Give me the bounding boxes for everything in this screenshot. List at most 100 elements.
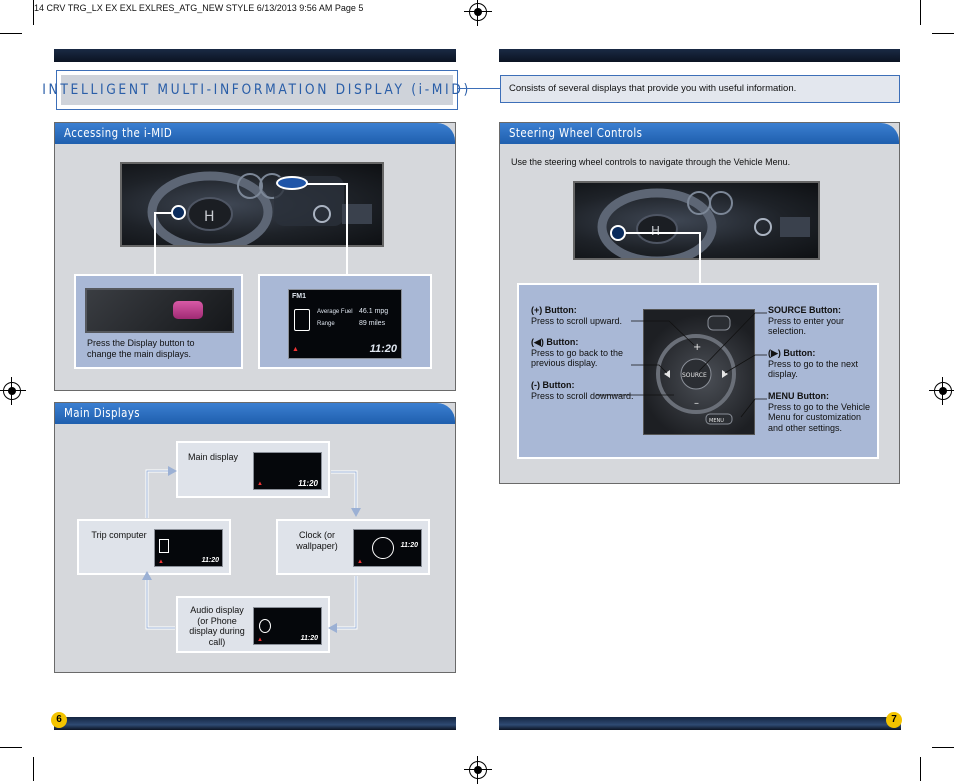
- left-button-text: Press to go back to the previous display…: [531, 347, 624, 369]
- minus-button-text: Press to scroll downward.: [531, 390, 634, 401]
- display-cycle-arrows: [142, 466, 361, 633]
- registration-mark-icon: [464, 756, 492, 784]
- arrow-up-icon: [142, 571, 152, 580]
- trip-computer-card: Trip computer ▲ 11:20: [77, 519, 231, 575]
- crop-mark: [0, 33, 22, 34]
- main-display-time: 11:20: [298, 479, 318, 488]
- steering-wheel-controls-photo: SOURCE + – MENU: [643, 309, 755, 435]
- clock-time: 11:20: [400, 542, 418, 549]
- avg-fuel-value: 46.1 mpg: [359, 308, 389, 315]
- warning-icon: ▲: [357, 559, 363, 565]
- section-description: Consists of several displays that provid…: [500, 75, 900, 103]
- crop-mark: [0, 747, 22, 748]
- registration-mark-icon: [464, 0, 492, 26]
- plus-button-desc: (+) Button: Press to scroll upward.: [531, 305, 641, 326]
- right-button-title: (▶) Button:: [768, 348, 816, 358]
- callout-line: [699, 232, 701, 284]
- main-display-label: Main display: [188, 452, 239, 462]
- title-connector: [457, 88, 500, 89]
- crop-mark: [920, 0, 921, 25]
- callout-line: [346, 183, 348, 274]
- imid-screen-callout: FM1 Average Fuel 46.1 mpg Range 89 miles…: [258, 274, 432, 369]
- main-display-screen: ▲ 11:20: [253, 452, 322, 490]
- main-display-card: Main display ▲ 11:20: [176, 441, 330, 498]
- wheel-source-label: SOURCE: [682, 372, 707, 379]
- svg-text:H: H: [204, 209, 215, 225]
- right-button-desc: (▶) Button: Press to go to the next disp…: [768, 348, 876, 380]
- warning-icon: ▲: [257, 637, 263, 643]
- steering-callout: (+) Button: Press to scroll upward. (◀) …: [517, 283, 879, 459]
- menu-button-title: MENU Button:: [768, 391, 829, 401]
- crop-mark: [920, 757, 921, 781]
- fuel-pump-icon: [159, 539, 169, 553]
- section-title-box: INTELLIGENT MULTI-INFORMATION DISPLAY (i…: [43, 70, 469, 110]
- screen-station: FM1: [292, 293, 306, 300]
- minus-button-title: (-) Button:: [531, 380, 575, 390]
- audio-display-time: 11:20: [300, 635, 318, 642]
- wheel-display-icon: [707, 315, 731, 331]
- range-value: 89 miles: [359, 320, 386, 327]
- analog-clock-icon: [372, 537, 394, 559]
- plus-button-title: (+) Button:: [531, 305, 577, 315]
- imid-screen-marker: [276, 176, 308, 190]
- avg-fuel-label: Average Fuel: [317, 309, 353, 315]
- trip-computer-screen: ▲ 11:20: [154, 529, 223, 567]
- steering-tab: Steering Wheel Controls: [500, 123, 899, 144]
- callout-line: [625, 232, 701, 234]
- left-button-title: (◀) Button:: [531, 337, 579, 347]
- trip-computer-time: 11:20: [201, 557, 219, 564]
- page-number-left: 6: [51, 712, 67, 728]
- steering-photo: H: [573, 181, 820, 260]
- section-title: INTELLIGENT MULTI-INFORMATION DISPLAY (i…: [42, 82, 472, 98]
- header-bar-left: [54, 49, 456, 62]
- crop-mark: [932, 33, 954, 34]
- left-button-desc: (◀) Button: Press to go back to the prev…: [531, 337, 641, 369]
- fuel-pump-icon: [294, 309, 310, 331]
- header-bar-right: [499, 49, 900, 62]
- screen-time: 11:20: [369, 343, 397, 355]
- audio-display-label: Audio display (or Phone display during c…: [189, 605, 245, 647]
- wheel-minus-icon: –: [694, 398, 699, 409]
- dashboard-illustration: H: [147, 171, 372, 245]
- source-button-text: Press to enter your selection.: [768, 315, 845, 337]
- print-slug: 14 CRV TRG_LX EX EXL EXLRES_ATG_NEW STYL…: [34, 3, 364, 13]
- accessing-caption: Press the Display button to change the m…: [87, 338, 195, 359]
- registration-mark-icon: [0, 377, 26, 405]
- footer-bar-left: [54, 717, 456, 730]
- minus-button-desc: (-) Button: Press to scroll downward.: [531, 380, 641, 401]
- crop-mark: [33, 0, 34, 25]
- warning-icon: ▲: [257, 481, 263, 487]
- wheel-menu-label: MENU: [709, 418, 724, 424]
- arrow-left-icon: [328, 623, 337, 633]
- wheel-plus-icon: +: [693, 342, 701, 353]
- display-button-callout: Press the Display button to change the m…: [74, 274, 243, 369]
- plus-button-text: Press to scroll upward.: [531, 315, 623, 326]
- warning-icon: ▲: [292, 346, 299, 353]
- wheel-right-icon: [722, 370, 728, 378]
- steering-intro: Use the steering wheel controls to navig…: [511, 157, 791, 167]
- source-button-title: SOURCE Button:: [768, 305, 841, 315]
- page-number-right: 7: [886, 712, 902, 728]
- steering-leader-lines: [596, 312, 767, 418]
- right-button-text: Press to go to the next display.: [768, 358, 859, 380]
- callout-line: [154, 212, 156, 274]
- main-displays-tab: Main Displays: [55, 403, 455, 424]
- footer-bar-right: [499, 717, 901, 730]
- menu-button-text: Press to go to the Vehicle Menu for cust…: [768, 401, 871, 433]
- clock-card: Clock (or wallpaper) ▲ 11:20: [276, 519, 430, 575]
- range-label: Range: [317, 321, 335, 327]
- trip-computer-label: Trip computer: [91, 530, 147, 540]
- audio-display-screen: ▲ 11:20: [253, 607, 322, 645]
- crop-mark: [33, 757, 34, 781]
- steering-controls-marker: [610, 225, 626, 241]
- clock-label: Clock (or wallpaper): [296, 530, 338, 551]
- registration-mark-icon: [929, 377, 954, 405]
- accessing-tab: Accessing the i-MID: [55, 123, 455, 144]
- audio-icon: [259, 619, 271, 633]
- warning-icon: ▲: [158, 559, 164, 565]
- source-button-desc: SOURCE Button: Press to enter your selec…: [768, 305, 876, 337]
- callout-line: [155, 212, 172, 214]
- clock-screen: ▲ 11:20: [353, 529, 422, 567]
- callout-line: [307, 183, 347, 185]
- svg-text:H: H: [651, 224, 660, 238]
